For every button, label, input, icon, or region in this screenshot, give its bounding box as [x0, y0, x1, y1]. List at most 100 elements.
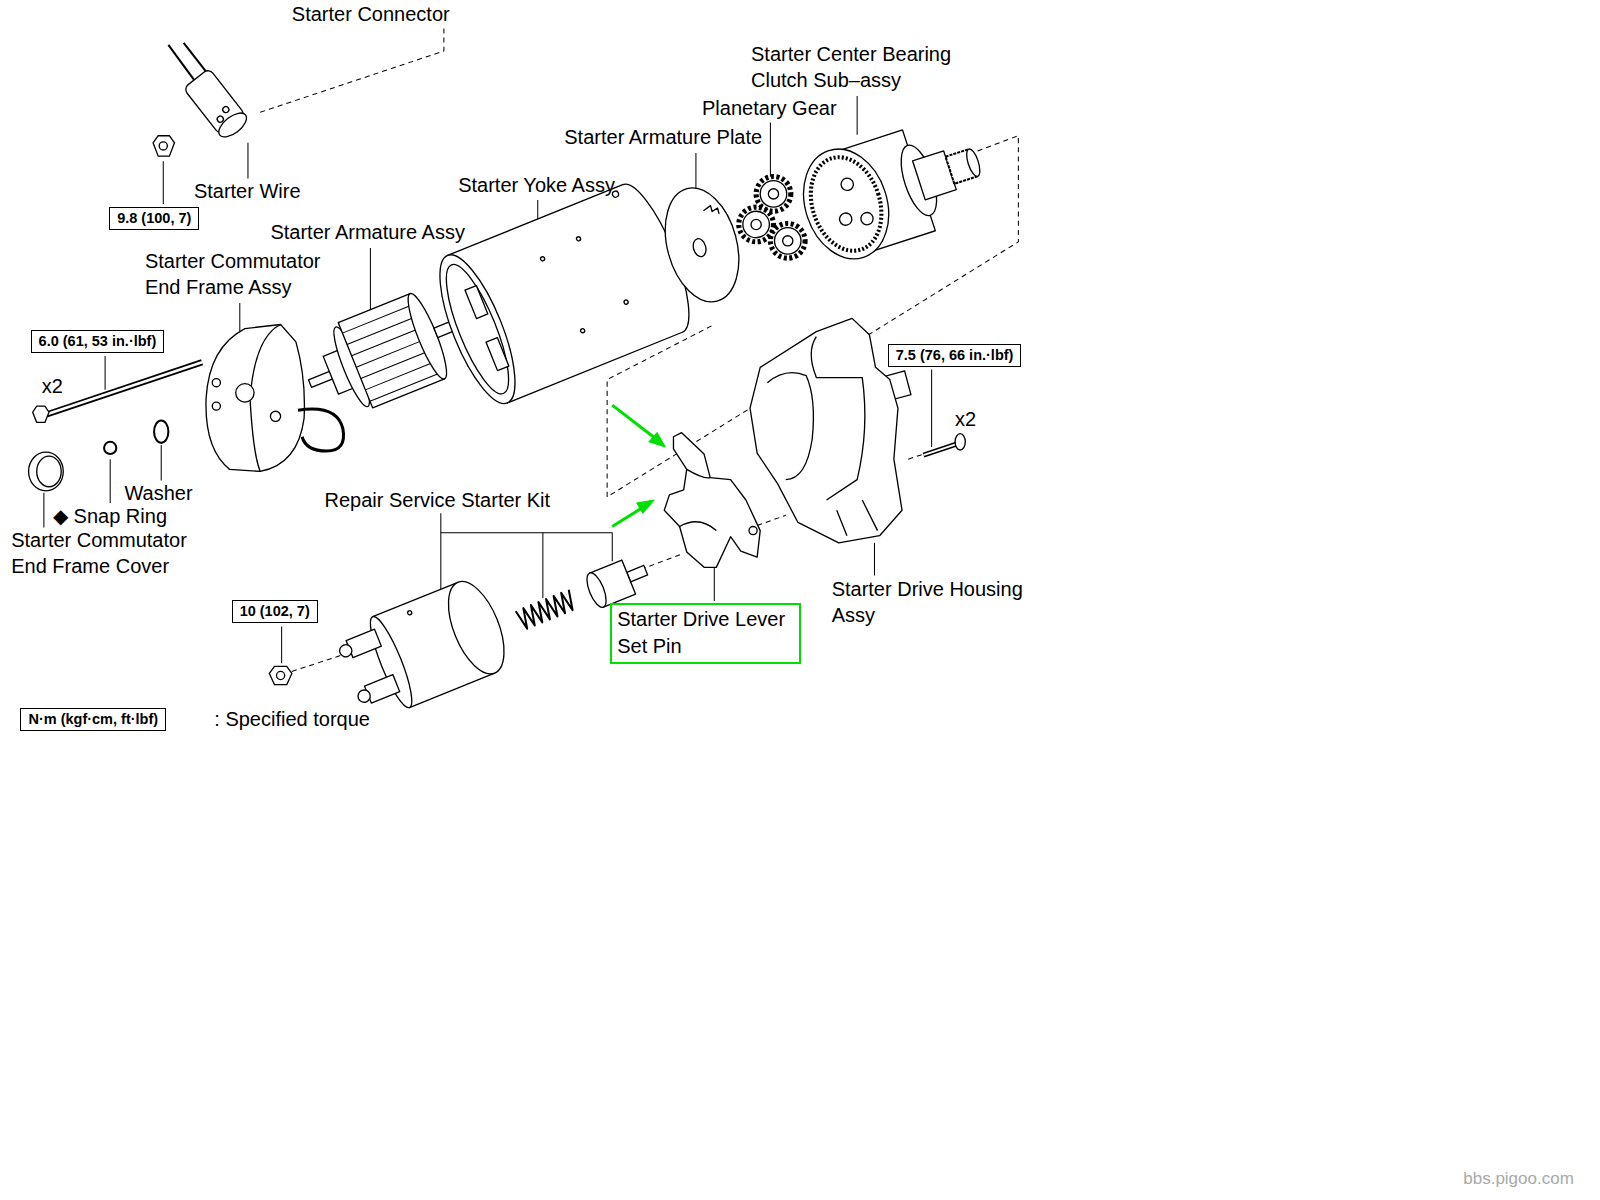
bolt-shank [47, 362, 202, 414]
leader-lines [44, 96, 932, 663]
terminal-stud [338, 643, 354, 659]
torque-box: 10 (102, 7) [232, 600, 318, 623]
leader-line [370, 248, 371, 311]
leader-line [281, 627, 282, 664]
leader-line [770, 122, 771, 179]
slot-line [352, 327, 424, 356]
starter-wire [153, 43, 250, 156]
yoke-bore [434, 258, 520, 400]
carrier-pin [840, 177, 855, 192]
dashed-line [260, 29, 444, 113]
part-label: Starter Yoke Assy [458, 172, 615, 199]
part-label: Starter Drive Housing Assy [832, 576, 1046, 629]
bolt-shank [923, 444, 957, 455]
node-text: 6.0 (61, 53 in.·lbf) [39, 332, 157, 351]
snap-ring [104, 442, 116, 454]
solenoid-end [437, 574, 515, 682]
leader-line [163, 161, 164, 204]
housing-inner [811, 337, 865, 500]
gear-teeth [770, 223, 805, 258]
armature-plate [653, 180, 750, 310]
bolt-head [955, 434, 965, 450]
plunger [583, 553, 653, 610]
leader-line [857, 96, 858, 135]
gear-hole [783, 236, 793, 246]
plug-end [215, 109, 251, 142]
node-text: 9.8 (100, 7) [117, 209, 191, 228]
part-label: x2 [42, 373, 63, 400]
end-frame-bracket [298, 409, 344, 451]
part-label: Starter Connector [292, 1, 450, 28]
spring [516, 590, 577, 630]
solenoid-cap [363, 613, 419, 711]
solenoid-mark [407, 610, 412, 615]
arrow-head [649, 433, 665, 447]
leader-line [931, 369, 932, 447]
part-label: Planetary Gear [702, 95, 837, 122]
callout-box: Starter Drive Lever Set Pin [610, 603, 801, 664]
dashed-line [292, 655, 342, 671]
plate-disc [653, 180, 750, 310]
housing-bolt [923, 434, 965, 455]
bolt-head [33, 406, 49, 422]
carrier-pin [859, 211, 874, 226]
lever-pin [749, 527, 757, 535]
nut [269, 666, 291, 684]
leader-line [440, 513, 441, 592]
part-label: Starter Commutator End Frame Cover [11, 527, 211, 580]
node-text: 7.5 (76, 66 in.·lbf) [896, 346, 1014, 365]
gear-hole [751, 219, 761, 229]
plunger-end [583, 570, 610, 609]
leader-line [247, 143, 248, 179]
drive-lever [664, 433, 760, 568]
yoke-hole [540, 256, 545, 261]
gear-teeth [739, 207, 774, 242]
frame-hole [212, 379, 220, 387]
yoke [425, 176, 703, 412]
housing-rib [837, 500, 878, 536]
gear-hole [768, 189, 778, 199]
housing-body [750, 318, 902, 542]
frame-hole [270, 411, 280, 421]
frame-hole [212, 402, 220, 410]
part-label: Starter Wire [194, 178, 301, 205]
assembly-lines [260, 29, 1018, 672]
leader-line [441, 533, 612, 562]
through-bolt [33, 362, 202, 422]
torque-box: 9.8 (100, 7) [109, 207, 199, 230]
torque-box: 7.5 (76, 66 in.·lbf) [888, 344, 1022, 367]
yoke-magnet [486, 338, 509, 371]
torque-box: 6.0 (61, 53 in.·lbf) [31, 330, 165, 353]
leader-line [161, 445, 162, 481]
dashed-line [757, 515, 786, 525]
part-label: Repair Service Starter Kit [324, 487, 550, 514]
slot-line [370, 372, 442, 401]
washer [154, 420, 168, 442]
spring-coil [516, 590, 577, 630]
leader-line [874, 543, 875, 576]
leader-line [542, 533, 543, 598]
lever-body [664, 433, 760, 568]
bolt-shank [923, 444, 957, 455]
part-label: Starter Commutator End Frame Assy [145, 248, 345, 301]
slot-line [361, 349, 433, 378]
nut-hole [159, 142, 167, 150]
plate-hole [691, 237, 708, 258]
slot-line [347, 315, 419, 344]
slot-line [365, 361, 437, 390]
housing-inner [767, 373, 813, 480]
slot-line [342, 304, 414, 333]
node-text: Starter Drive Lever Set Pin [617, 606, 794, 659]
bolt-shank [47, 362, 202, 414]
plug-hole [222, 105, 231, 114]
frame-bore [236, 384, 254, 402]
torque-box: N·m (kgf·cm, ft·lbf) [20, 708, 166, 731]
part-label: Washer [124, 480, 192, 507]
part-label: Starter Center Bearing Clutch Sub–assy [751, 41, 978, 94]
node-text: N·m (kgf·cm, ft·lbf) [28, 710, 158, 729]
arrow-head [637, 500, 654, 513]
center-bearing-clutch [790, 108, 995, 270]
lever-edge [680, 469, 717, 530]
leader-line [105, 356, 106, 390]
planetary-gears [739, 177, 805, 259]
